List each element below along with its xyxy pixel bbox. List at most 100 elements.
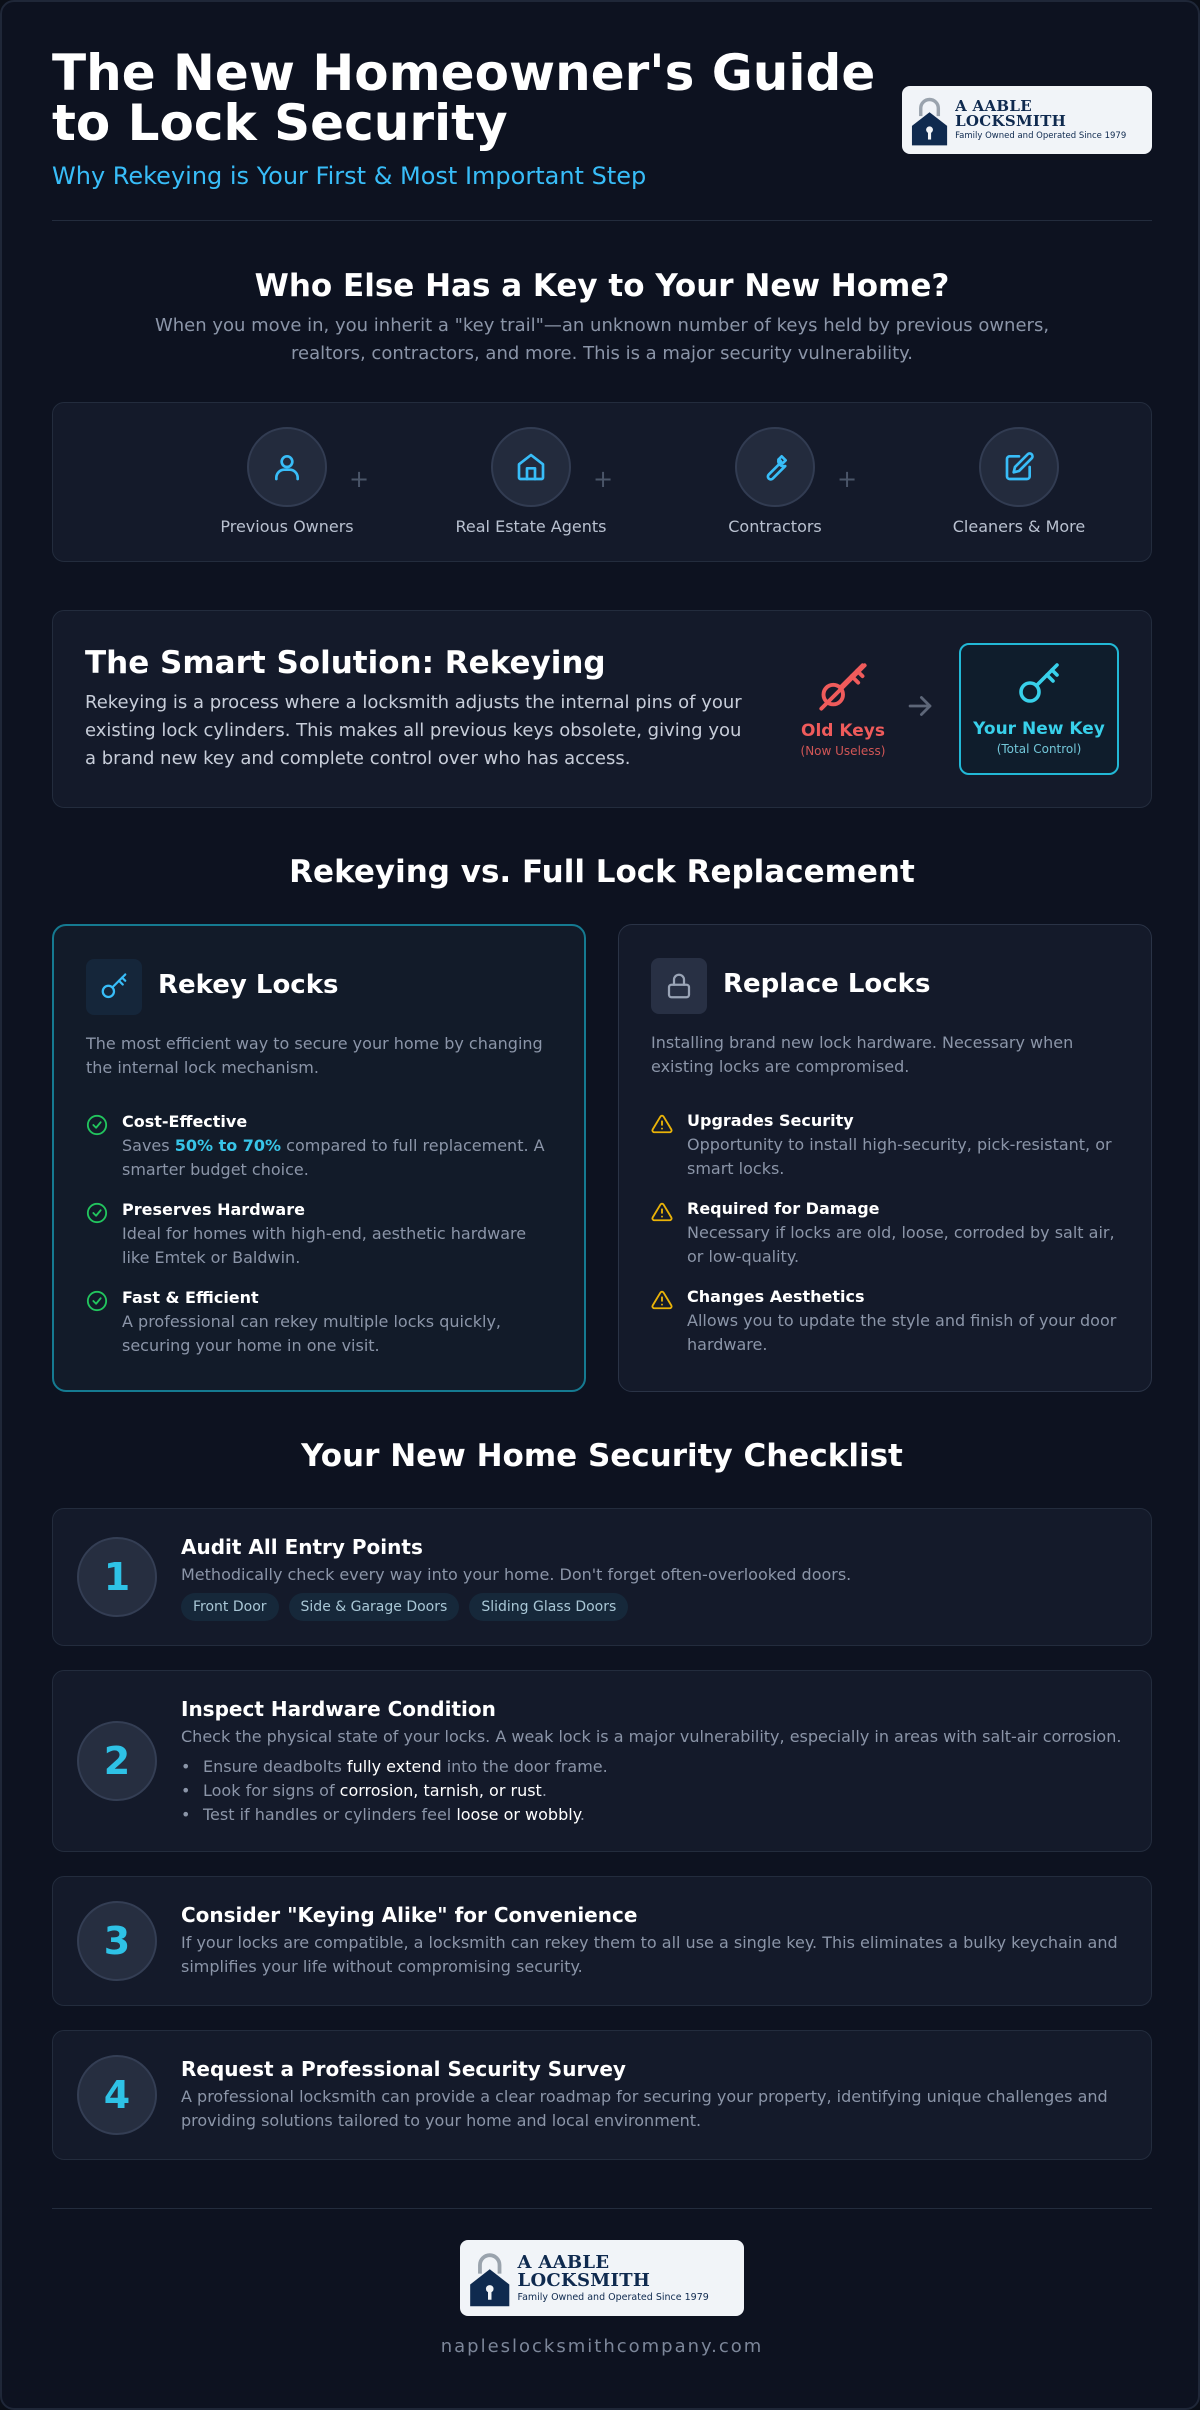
replace-card-title: Replace Locks xyxy=(723,969,931,999)
house-lock-logo-icon xyxy=(470,2253,510,2307)
holder-previous-owners: Previous Owners xyxy=(187,427,387,536)
key-holders-panel: Previous Owners + Real Estate Agents + C… xyxy=(52,402,1152,562)
logo-name: A AABLE LOCKSMITH xyxy=(955,97,1067,131)
footer-divider xyxy=(52,2208,1152,2209)
lock-icon xyxy=(667,973,691,999)
new-key-label: Your New Key xyxy=(973,719,1105,739)
solution-title: The Smart Solution: Rekeying xyxy=(85,645,606,681)
replace-card-intro: Installing brand new lock hardware. Nece… xyxy=(651,1033,1074,1076)
rekey-card-title: Rekey Locks xyxy=(158,970,339,1000)
feature-title: Fast & Efficient xyxy=(122,1288,259,1307)
feature-changes-aesthetics: Changes Aesthetics Allows you to update … xyxy=(651,1287,1121,1357)
logo-tagline: Family Owned and Operated Since 1979 xyxy=(955,131,1127,142)
feature-text: Opportunity to install high-security, pi… xyxy=(687,1135,1112,1178)
step-text: Methodically check every way into your h… xyxy=(181,1565,852,1584)
feature-required-for-damage: Required for Damage Necessary if locks a… xyxy=(651,1199,1121,1269)
warning-icon xyxy=(651,1202,673,1222)
step-number: 3 xyxy=(77,1901,157,1981)
checklist-title: Your New Home Security Checklist xyxy=(301,1438,903,1474)
header-divider xyxy=(52,220,1152,221)
step-number: 2 xyxy=(77,1721,157,1801)
feature-title: Upgrades Security xyxy=(687,1111,854,1130)
house-icon xyxy=(517,453,545,481)
check-circle-icon xyxy=(86,1202,108,1224)
list-item: Ensure deadbolts fully extend into the d… xyxy=(181,1755,608,1779)
solution-text: Rekeying is a process where a locksmith … xyxy=(85,692,742,769)
old-keys-label: Old Keys xyxy=(801,721,885,741)
check-circle-icon xyxy=(86,1290,108,1312)
list-item: Look for signs of corrosion, tarnish, or… xyxy=(181,1779,608,1803)
holder-label: Contractors xyxy=(728,517,822,536)
company-logo[interactable]: A AABLE LOCKSMITH Family Owned and Opera… xyxy=(902,86,1152,154)
replace-locks-card: Replace Locks Installing brand new lock … xyxy=(618,924,1152,1392)
feature-text: Allows you to update the style and finis… xyxy=(687,1311,1117,1354)
step-text: If your locks are compatible, a locksmit… xyxy=(181,1933,1118,1976)
tag-sliding-glass-doors: Sliding Glass Doors xyxy=(469,1593,629,1621)
header: The New Homeowner's Guide to Lock Securi… xyxy=(52,48,1152,220)
holder-label: Cleaners & More xyxy=(952,517,1086,536)
rekeying-solution-panel: The Smart Solution: Rekeying Rekeying is… xyxy=(52,610,1152,808)
feature-text: Necessary if locks are old, loose, corro… xyxy=(687,1223,1115,1266)
plus-separator: + xyxy=(349,465,370,493)
tag-side-garage-doors: Side & Garage Doors xyxy=(288,1593,460,1621)
house-lock-logo-icon xyxy=(911,97,948,146)
list-item: Test if handles or cylinders feel loose … xyxy=(181,1803,608,1827)
step-title: Audit All Entry Points xyxy=(181,1535,423,1559)
old-keys-sublabel: (Now Useless) xyxy=(800,744,886,758)
feature-cost-effective: Cost-Effective Saves 50% to 70% compared… xyxy=(86,1112,556,1182)
key-trail-description: When you move in, you inherit a "key tra… xyxy=(154,315,1050,364)
checklist-step-3: 3 Consider "Keying Alike" for Convenienc… xyxy=(52,1876,1152,2006)
checklist-step-4: 4 Request a Professional Security Survey… xyxy=(52,2030,1152,2160)
footer-company-logo[interactable]: A AABLE LOCKSMITH Family Owned and Opera… xyxy=(460,2240,744,2316)
entry-point-tags: Front Door Side & Garage Doors Sliding G… xyxy=(181,1593,629,1621)
feature-fast-efficient: Fast & Efficient A professional can reke… xyxy=(86,1288,556,1358)
checklist-step-2: 2 Inspect Hardware Condition Check the p… xyxy=(52,1670,1152,1852)
step-text: A professional locksmith can provide a c… xyxy=(181,2087,1108,2130)
plus-separator: + xyxy=(593,465,614,493)
feature-title: Required for Damage xyxy=(687,1199,880,1218)
feature-text: Saves 50% to 70% compared to full replac… xyxy=(122,1136,545,1179)
step-title: Consider "Keying Alike" for Convenience xyxy=(181,1903,638,1927)
arrow-right-icon xyxy=(908,696,932,716)
plus-separator: + xyxy=(837,465,858,493)
feature-title: Cost-Effective xyxy=(122,1112,248,1131)
website-url[interactable]: napleslocksmithcompany.com xyxy=(440,2336,764,2357)
comparison-title: Rekeying vs. Full Lock Replacement xyxy=(289,854,915,890)
feature-title: Changes Aesthetics xyxy=(687,1287,865,1306)
checklist-step-1: 1 Audit All Entry Points Methodically ch… xyxy=(52,1508,1152,1646)
check-circle-icon xyxy=(86,1114,108,1136)
old-keys-indicator: Old Keys (Now Useless) xyxy=(763,661,923,758)
logo-tagline: Family Owned and Operated Since 1979 xyxy=(517,2291,709,2303)
broken-key-icon xyxy=(819,663,867,711)
step-title: Request a Professional Security Survey xyxy=(181,2057,626,2081)
feature-upgrades-security: Upgrades Security Opportunity to install… xyxy=(651,1111,1121,1181)
step-number: 1 xyxy=(77,1537,157,1617)
feature-text: Ideal for homes with high-end, aesthetic… xyxy=(122,1224,527,1267)
hardware-checks-list: Ensure deadbolts fully extend into the d… xyxy=(181,1755,608,1827)
key-trail-title: Who Else Has a Key to Your New Home? xyxy=(254,268,950,304)
holder-real-estate-agents: Real Estate Agents xyxy=(431,427,631,536)
holder-label: Previous Owners xyxy=(220,517,354,536)
warning-icon xyxy=(651,1114,673,1134)
step-text: Check the physical state of your locks. … xyxy=(181,1727,1122,1746)
edit-icon xyxy=(1005,452,1034,481)
page-title: The New Homeowner's Guide to Lock Securi… xyxy=(52,44,876,152)
feature-text: A professional can rekey multiple locks … xyxy=(122,1312,501,1355)
holder-contractors: Contractors xyxy=(675,427,875,536)
step-title: Inspect Hardware Condition xyxy=(181,1697,496,1721)
user-icon xyxy=(275,455,299,481)
savings-highlight: 50% to 70% xyxy=(174,1136,282,1155)
holder-cleaners: Cleaners & More xyxy=(919,427,1119,536)
page-subtitle: Why Rekeying is Your First & Most Import… xyxy=(52,162,647,190)
new-key-sublabel: (Total Control) xyxy=(996,742,1082,756)
rekey-card-intro: The most efficient way to secure your ho… xyxy=(86,1034,543,1077)
feature-preserves-hardware: Preserves Hardware Ideal for homes with … xyxy=(86,1200,556,1270)
rekey-locks-card: Rekey Locks The most efficient way to se… xyxy=(52,924,586,1392)
key-icon xyxy=(101,973,127,999)
tag-front-door: Front Door xyxy=(181,1593,279,1621)
feature-title: Preserves Hardware xyxy=(122,1200,305,1219)
key-icon xyxy=(1019,663,1059,703)
warning-icon xyxy=(651,1290,673,1310)
holder-label: Real Estate Agents xyxy=(455,517,607,536)
